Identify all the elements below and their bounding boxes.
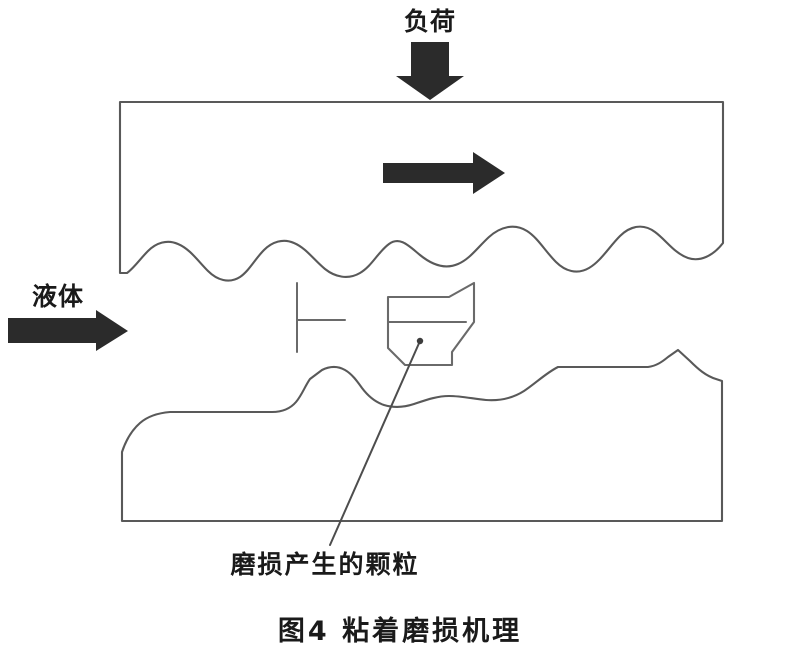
wear-particle-leader-line xyxy=(329,337,424,546)
adhesive-junction xyxy=(296,282,346,353)
figure-caption: 图4 粘着磨损机理 xyxy=(278,615,522,647)
upper-sliding-body xyxy=(118,100,725,282)
shear-arrow xyxy=(383,152,505,194)
load-label: 负荷 xyxy=(404,7,456,36)
fluid-arrow xyxy=(8,310,128,351)
fluid-label: 液体 xyxy=(32,282,84,311)
wear-particle-label: 磨损产生的颗粒 xyxy=(230,550,419,579)
load-arrow xyxy=(396,42,464,100)
wear-particle xyxy=(386,281,476,367)
leader-anchor-dot xyxy=(416,337,424,345)
lower-stationary-body xyxy=(120,348,724,523)
